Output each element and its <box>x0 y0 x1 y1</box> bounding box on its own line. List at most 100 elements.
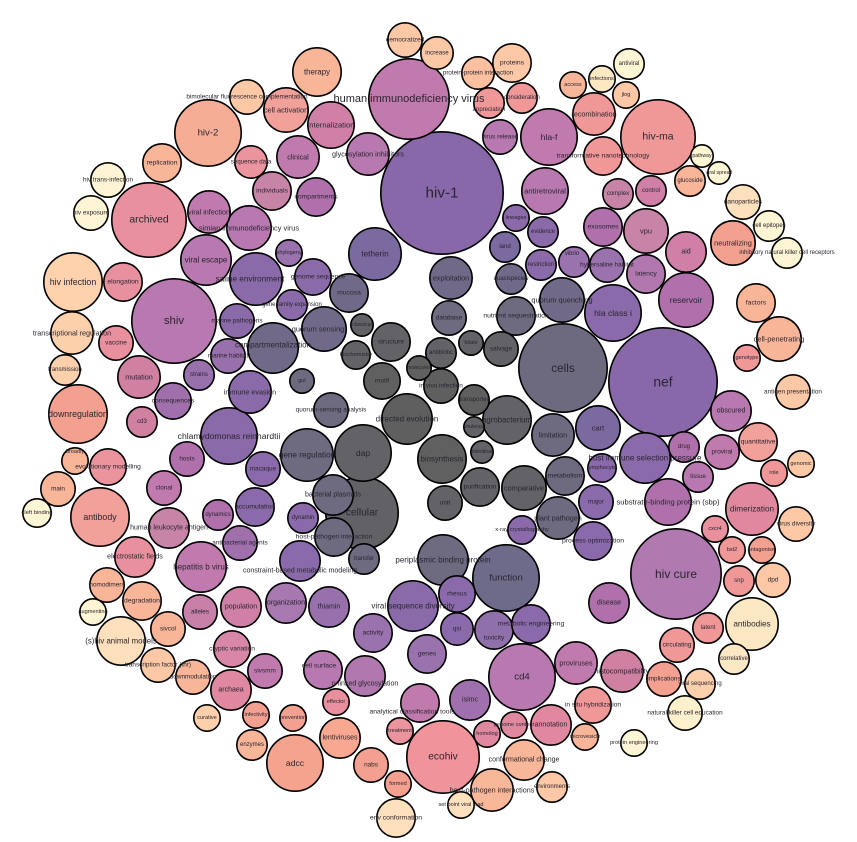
bubble-label: genome sequence <box>291 274 346 281</box>
bubble-circle <box>658 626 695 663</box>
bubble-label: function <box>489 573 523 584</box>
bubble-label: role <box>769 470 778 476</box>
bubble-label: curative <box>197 715 217 721</box>
bubble-circle <box>229 252 284 307</box>
bubble-circle <box>481 119 518 156</box>
bubble-circle <box>457 329 484 356</box>
bubble-label: proteins <box>500 60 525 67</box>
bubble-circle <box>717 535 746 564</box>
bubble-label: metabolism <box>548 473 583 480</box>
bubble-circle <box>245 450 282 487</box>
bubble-circle <box>722 564 755 597</box>
bubble-circle <box>146 469 183 506</box>
bubble-circle <box>405 354 432 381</box>
bubble-label: cell epitopes <box>752 223 785 229</box>
bubble-circle <box>175 540 228 593</box>
bubble-circle <box>587 65 616 94</box>
bubble-circle <box>488 231 521 264</box>
bubble-circle <box>343 654 386 697</box>
bubble-label: lentiviruses <box>322 735 358 742</box>
bubble-label: salvage <box>490 346 512 353</box>
bubble-label: host-pathogen interaction <box>296 534 373 541</box>
bubble-circle <box>174 99 243 168</box>
bubble-label: treatment <box>388 728 412 734</box>
bubble-label: vaccine <box>105 340 127 347</box>
bubble-circle <box>229 79 266 116</box>
bubble-label: compartments <box>294 194 338 201</box>
bubble-label: env conformation <box>370 815 422 822</box>
bubble-circle <box>770 237 803 270</box>
bubble-label: hypersaline habitat <box>580 262 634 269</box>
bubble-label: lymphocyte <box>587 465 616 471</box>
bubble-label: comparative <box>504 484 544 493</box>
bubble-label: organization <box>267 600 305 607</box>
bubble-label: prevention <box>280 715 306 721</box>
bubble-circle <box>700 514 729 543</box>
bubble-label: neutralizing <box>714 239 752 248</box>
bubble-label: tetherin <box>361 250 389 259</box>
bubble-label: virus release <box>482 134 519 141</box>
bubble-label: cd4 <box>514 672 530 683</box>
bubble-circle <box>333 423 392 482</box>
bubble-circle <box>293 257 332 296</box>
bubble-label: antibiotic <box>429 350 453 356</box>
bubble-label: homolog <box>476 731 497 737</box>
bubble-label: protein-protein interaction <box>443 70 514 77</box>
bubble-circle <box>574 404 621 451</box>
bubble-circle <box>375 797 416 838</box>
bubble-circle <box>347 227 402 282</box>
bubble-label: lineages <box>506 215 527 221</box>
bubble-label: bimolecular fluorescence complementation <box>186 94 308 101</box>
bubble-label: accumulation <box>235 504 275 511</box>
bubble-label: nef <box>653 375 672 390</box>
bubble-label: hiv exposure <box>73 210 110 217</box>
bubble-circle <box>752 210 785 243</box>
bubble-label: (s)hiv animal models <box>85 637 157 646</box>
bubble-label: quorum quenching <box>531 296 592 305</box>
bubble-circle <box>619 728 648 757</box>
bubble-circle <box>535 495 580 540</box>
bubble-circle <box>557 246 590 279</box>
bubble-circle <box>89 566 126 603</box>
bubble-label: complex <box>607 191 629 197</box>
bubble-circle <box>380 392 433 445</box>
bubble-circle <box>47 383 109 444</box>
bubble-circle <box>278 539 321 582</box>
bubble-label: adcc <box>286 758 305 768</box>
bubble-label: downregulation <box>48 409 108 419</box>
bubble-label: marine pathogens <box>211 318 262 325</box>
bubble-circle <box>500 464 547 511</box>
bubble-circle <box>506 514 537 545</box>
bubble-label: dynamics <box>205 512 230 518</box>
bubble-label: implications <box>647 676 680 683</box>
bubble-label: hiv cure <box>655 567 697 581</box>
bubble-label: transformative nanotechnology <box>557 153 651 160</box>
bubble-circle <box>577 483 614 520</box>
bubble-circle <box>588 247 625 284</box>
bubble-label: qsi <box>453 626 461 633</box>
bubble-circle <box>183 358 216 391</box>
bubble-circle <box>426 484 463 521</box>
bubble-label: nanoparticles <box>724 199 762 206</box>
bubble-circle <box>724 184 761 221</box>
bubble-label: major <box>588 499 605 506</box>
bubble-circle <box>386 579 439 632</box>
bubble-circle <box>278 703 307 732</box>
bubble-circle <box>349 312 374 337</box>
bubble-label: substrate-binding protein (sbp) <box>617 498 720 507</box>
bubble-circle <box>150 610 187 647</box>
bubble-label: dimerization <box>730 505 775 514</box>
bubble-circle <box>737 421 778 462</box>
bubble-circle <box>666 694 703 731</box>
bubble-label: dpd <box>768 577 779 584</box>
bubble-label: drug <box>678 444 690 450</box>
bubble-label: genomic <box>790 461 811 467</box>
bubble-circle <box>786 449 815 478</box>
bubble-circle <box>706 161 731 186</box>
bubble-circle <box>754 561 791 598</box>
bubble-circle <box>274 239 303 268</box>
bubble-label: saline environment <box>216 275 285 284</box>
bubble-label: cxcr4 <box>708 526 721 532</box>
bubble-circle <box>510 603 551 644</box>
bubble-label: constraint-based metabolic modeling <box>243 568 357 575</box>
